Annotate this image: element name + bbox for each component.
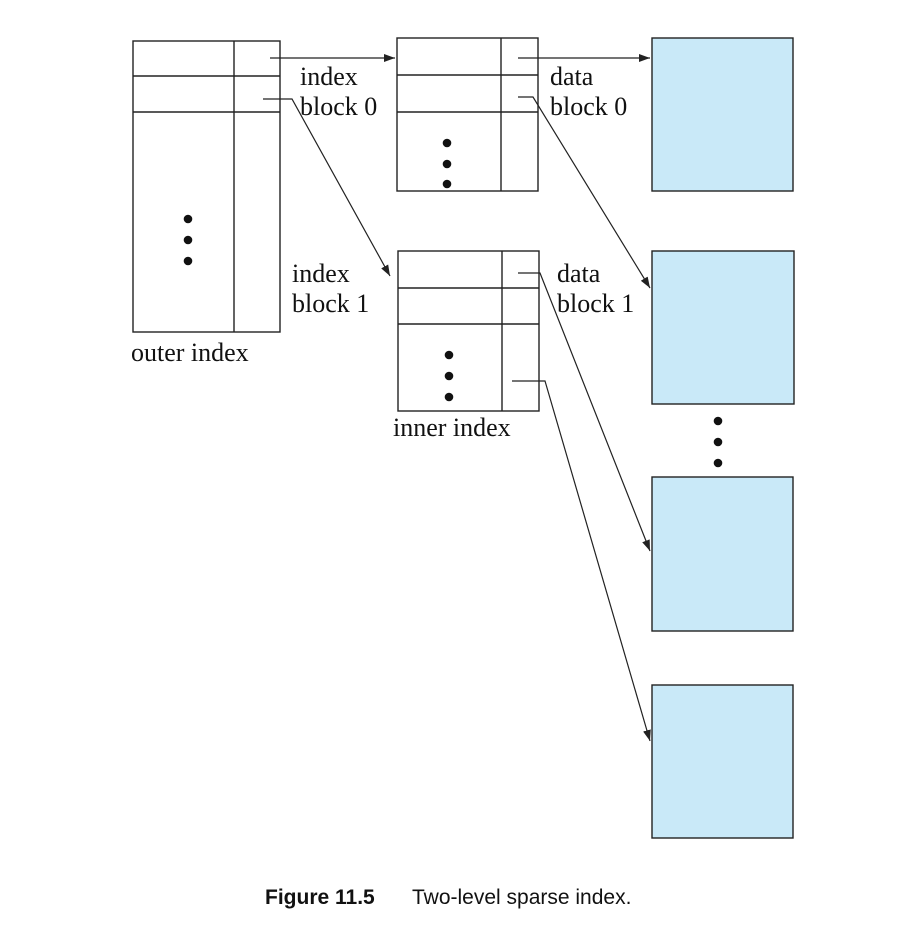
svg-text:index: index <box>292 259 350 288</box>
svg-text:index: index <box>300 62 358 91</box>
data-block-3 <box>651 684 794 839</box>
ellipsis-dots <box>713 416 723 468</box>
data-block-0 <box>651 37 794 192</box>
svg-text:data: data <box>557 259 601 288</box>
outer-index-label: outer index <box>131 338 249 367</box>
index-block-0 <box>396 37 539 192</box>
index-block-0-label: index block 0 <box>300 62 377 121</box>
data-block-1-label: data block 1 <box>557 259 634 318</box>
data-block-1 <box>651 250 795 405</box>
data-block-2 <box>651 476 794 632</box>
svg-text:block 1: block 1 <box>557 289 634 318</box>
pointer-arrow-outer-to-index-block-1 <box>263 98 391 277</box>
pointer-arrow-to-data-block-1 <box>518 96 651 289</box>
figure-caption: Figure 11.5 Two-level sparse index. <box>265 886 631 909</box>
ellipsis-dots <box>183 214 193 266</box>
outer-index-block <box>132 40 281 333</box>
index-block-1-label: index block 1 <box>292 259 369 318</box>
svg-text:block 0: block 0 <box>550 92 627 121</box>
svg-text:block 0: block 0 <box>300 92 377 121</box>
svg-text:block 1: block 1 <box>292 289 369 318</box>
ellipsis-dots <box>444 350 454 402</box>
svg-text:data: data <box>550 62 594 91</box>
ellipsis-dots <box>442 138 452 189</box>
index-block-1 <box>397 250 540 412</box>
caption-text: Two-level sparse index. <box>412 886 631 909</box>
data-block-0-label: data block 0 <box>550 62 627 121</box>
pointer-arrow-to-data-block-3 <box>512 380 651 742</box>
inner-index-label: inner index <box>393 413 511 442</box>
caption-number: Figure 11.5 <box>265 886 375 909</box>
pointer-arrow-to-data-block-2 <box>518 272 651 552</box>
